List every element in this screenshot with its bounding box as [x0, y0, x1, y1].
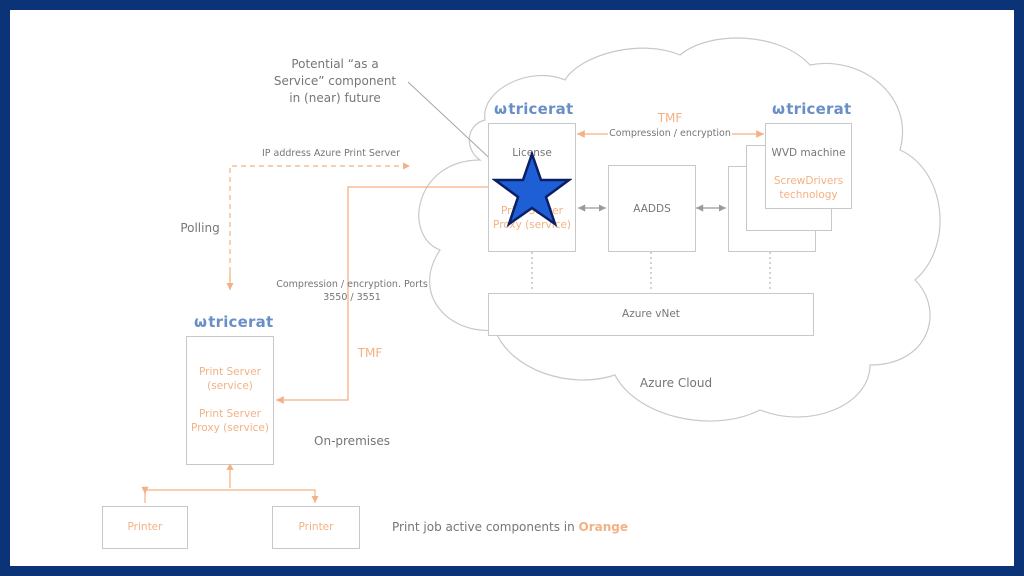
onprem-proxy-label: Print Server Proxy (service) [187, 407, 273, 435]
logo-text: tricerat [786, 100, 852, 118]
tricerat-logo-mark-icon: ω [772, 100, 786, 118]
tmf-left-label: TMF [357, 346, 383, 360]
onprem-proxy-line-1: Print Server [199, 408, 261, 420]
azure-vnet-box: Azure vNet [488, 293, 814, 336]
callout-text: Potential “as a Service” component in (n… [265, 56, 405, 107]
wvd-tech-line-2: technology [779, 189, 838, 201]
azure-cloud-label: Azure Cloud [639, 376, 713, 390]
legend-text: Print job active components in Orange [392, 520, 652, 534]
tmf-connection-arrow [276, 183, 500, 404]
compression-ports-label: Compression / encryption. Ports 3550 / 3… [272, 278, 432, 304]
wvd-machine-label: WVD machine [771, 147, 846, 159]
callout-line-1: Potential “as a [291, 57, 379, 71]
wvd-tech-label: ScrewDrivers technology [766, 174, 851, 202]
callout-line-2: Service” component [273, 74, 397, 88]
ip-address-dashed-arrow [229, 162, 410, 290]
wvd-tech-line-1: ScrewDrivers [773, 175, 844, 187]
ip-address-label: IP address Azure Print Server [262, 148, 400, 159]
aadds-box: AADDS [608, 165, 696, 252]
onprem-print-server-box: Print Server (service) Print Server Prox… [186, 336, 274, 465]
polling-label: Polling [180, 221, 220, 235]
printer-label-1: Printer [127, 521, 163, 533]
compression-ports-line-2: 3550 / 3551 [323, 292, 381, 303]
onprem-proxy-line-2: Proxy (service) [191, 422, 269, 434]
tmf-top-label: TMF [657, 111, 683, 125]
slide: Potential “as a Service” component in (n… [10, 10, 1014, 566]
legend-prefix: Print job active components in [392, 520, 579, 534]
printer-label-2: Printer [298, 521, 334, 533]
tricerat-logo-cloud-left: ωtricerat [494, 100, 573, 118]
tricerat-logo-mark-icon: ω [194, 313, 208, 331]
on-premises-label: On-premises [314, 434, 390, 448]
compression-top-label: Compression / encryption [608, 127, 732, 141]
tricerat-logo-cloud-right: ωtricerat [772, 100, 851, 118]
compression-ports-line-1: Compression / encryption. Ports [276, 279, 428, 290]
tricerat-logo-mark-icon: ω [494, 100, 508, 118]
wvd-machine-box: WVD machine ScrewDrivers technology [765, 123, 852, 209]
logo-text: tricerat [208, 313, 274, 331]
legend-highlight: Orange [578, 520, 629, 534]
license-proxy-box: License Print Server Proxy (service) [488, 123, 576, 252]
azure-vnet-label: Azure vNet [622, 308, 680, 320]
onprem-print-server-label: Print Server (service) [187, 365, 273, 393]
diagram-canvas [141, 37, 941, 503]
tricerat-logo-onprem: ωtricerat [194, 313, 273, 331]
printer-box-1: Printer [102, 506, 188, 549]
aadds-label: AADDS [633, 203, 671, 215]
logo-text: tricerat [508, 100, 574, 118]
star-icon [492, 150, 572, 228]
callout-line-3: in (near) future [289, 91, 381, 105]
printer-box-2: Printer [272, 506, 360, 549]
printer-connector-branch [144, 489, 319, 503]
onprem-print-server-line-1: Print Server [199, 366, 261, 378]
onprem-print-server-line-2: (service) [207, 380, 253, 392]
